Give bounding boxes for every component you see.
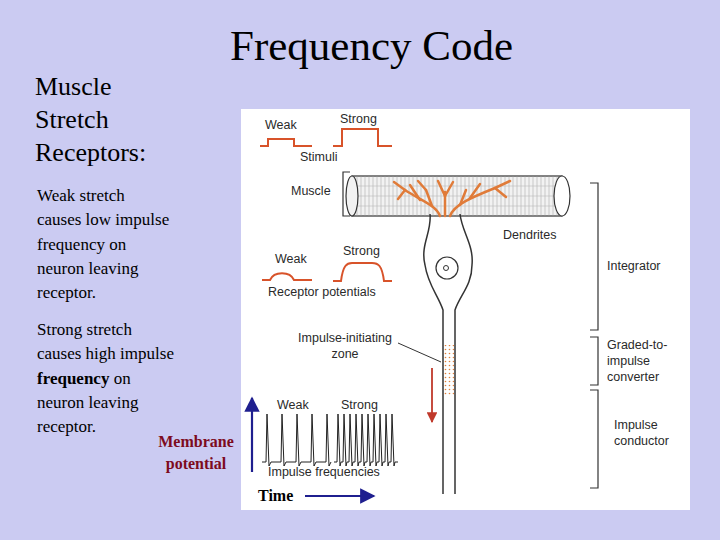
- panel-label: Receptor potentials: [268, 285, 376, 300]
- part-label: Dendrites: [503, 228, 557, 243]
- figure-panel: [241, 109, 690, 510]
- stimulus-trace: [260, 139, 312, 146]
- stimulus-trace: [333, 129, 392, 146]
- axis-arrow: [305, 495, 374, 497]
- dendrite-tree: [394, 181, 510, 216]
- nucleolus: [444, 266, 449, 271]
- emphasis-text: frequency: [37, 367, 109, 391]
- axis-label: Membrane potential: [150, 431, 242, 475]
- body-text: Weak stretch causes low impulse frequenc…: [37, 184, 172, 305]
- leader-line: [398, 343, 441, 362]
- trace-label: Weak: [265, 118, 297, 133]
- body-text: Strong stretch causes high impulse: [37, 318, 177, 367]
- initiating-zone-stipple: [444, 345, 454, 395]
- function-bracket: [590, 183, 598, 330]
- axis-arrow: [251, 398, 253, 472]
- impulse-train: [334, 414, 398, 466]
- muscle-end: [346, 176, 358, 216]
- muscle-cylinder: [352, 176, 562, 216]
- function-bracket: [590, 337, 598, 385]
- panel-label: Stimuli: [300, 150, 338, 165]
- function-bracket: [590, 390, 598, 488]
- trace-label: Strong: [340, 112, 377, 127]
- panel-label: Impulse frequencies: [268, 465, 380, 480]
- trace-label: Weak: [277, 398, 309, 413]
- cell-nucleus: [436, 257, 458, 279]
- muscle-fiber: [352, 186, 562, 187]
- conduction-arrow: [431, 368, 433, 422]
- body-text: on neuron leaving receptor.: [37, 367, 167, 440]
- slide-title: Frequency Code: [230, 20, 513, 72]
- receptor-potential-trace: [333, 263, 392, 281]
- function-label: Graded-to- impulse converter: [607, 337, 689, 385]
- function-label: Integrator: [607, 259, 661, 274]
- trace-label: Strong: [341, 398, 378, 413]
- muscle-fiber: [352, 196, 562, 197]
- trace-label: Strong: [343, 244, 380, 259]
- slide-heading: Muscle Stretch Receptors:: [35, 70, 180, 169]
- muscle-striations: [352, 176, 562, 216]
- receptor-potential-trace: [262, 273, 312, 280]
- part-label: Impulse-initiating zone: [295, 330, 395, 362]
- trace-label: Weak: [275, 252, 307, 267]
- impulse-train: [262, 414, 331, 466]
- axis-label: Time: [258, 486, 293, 505]
- neuron-outline: [424, 214, 472, 494]
- part-label: Muscle: [291, 184, 331, 199]
- muscle-end: [554, 176, 570, 216]
- function-label: Impulse conductor: [614, 417, 692, 449]
